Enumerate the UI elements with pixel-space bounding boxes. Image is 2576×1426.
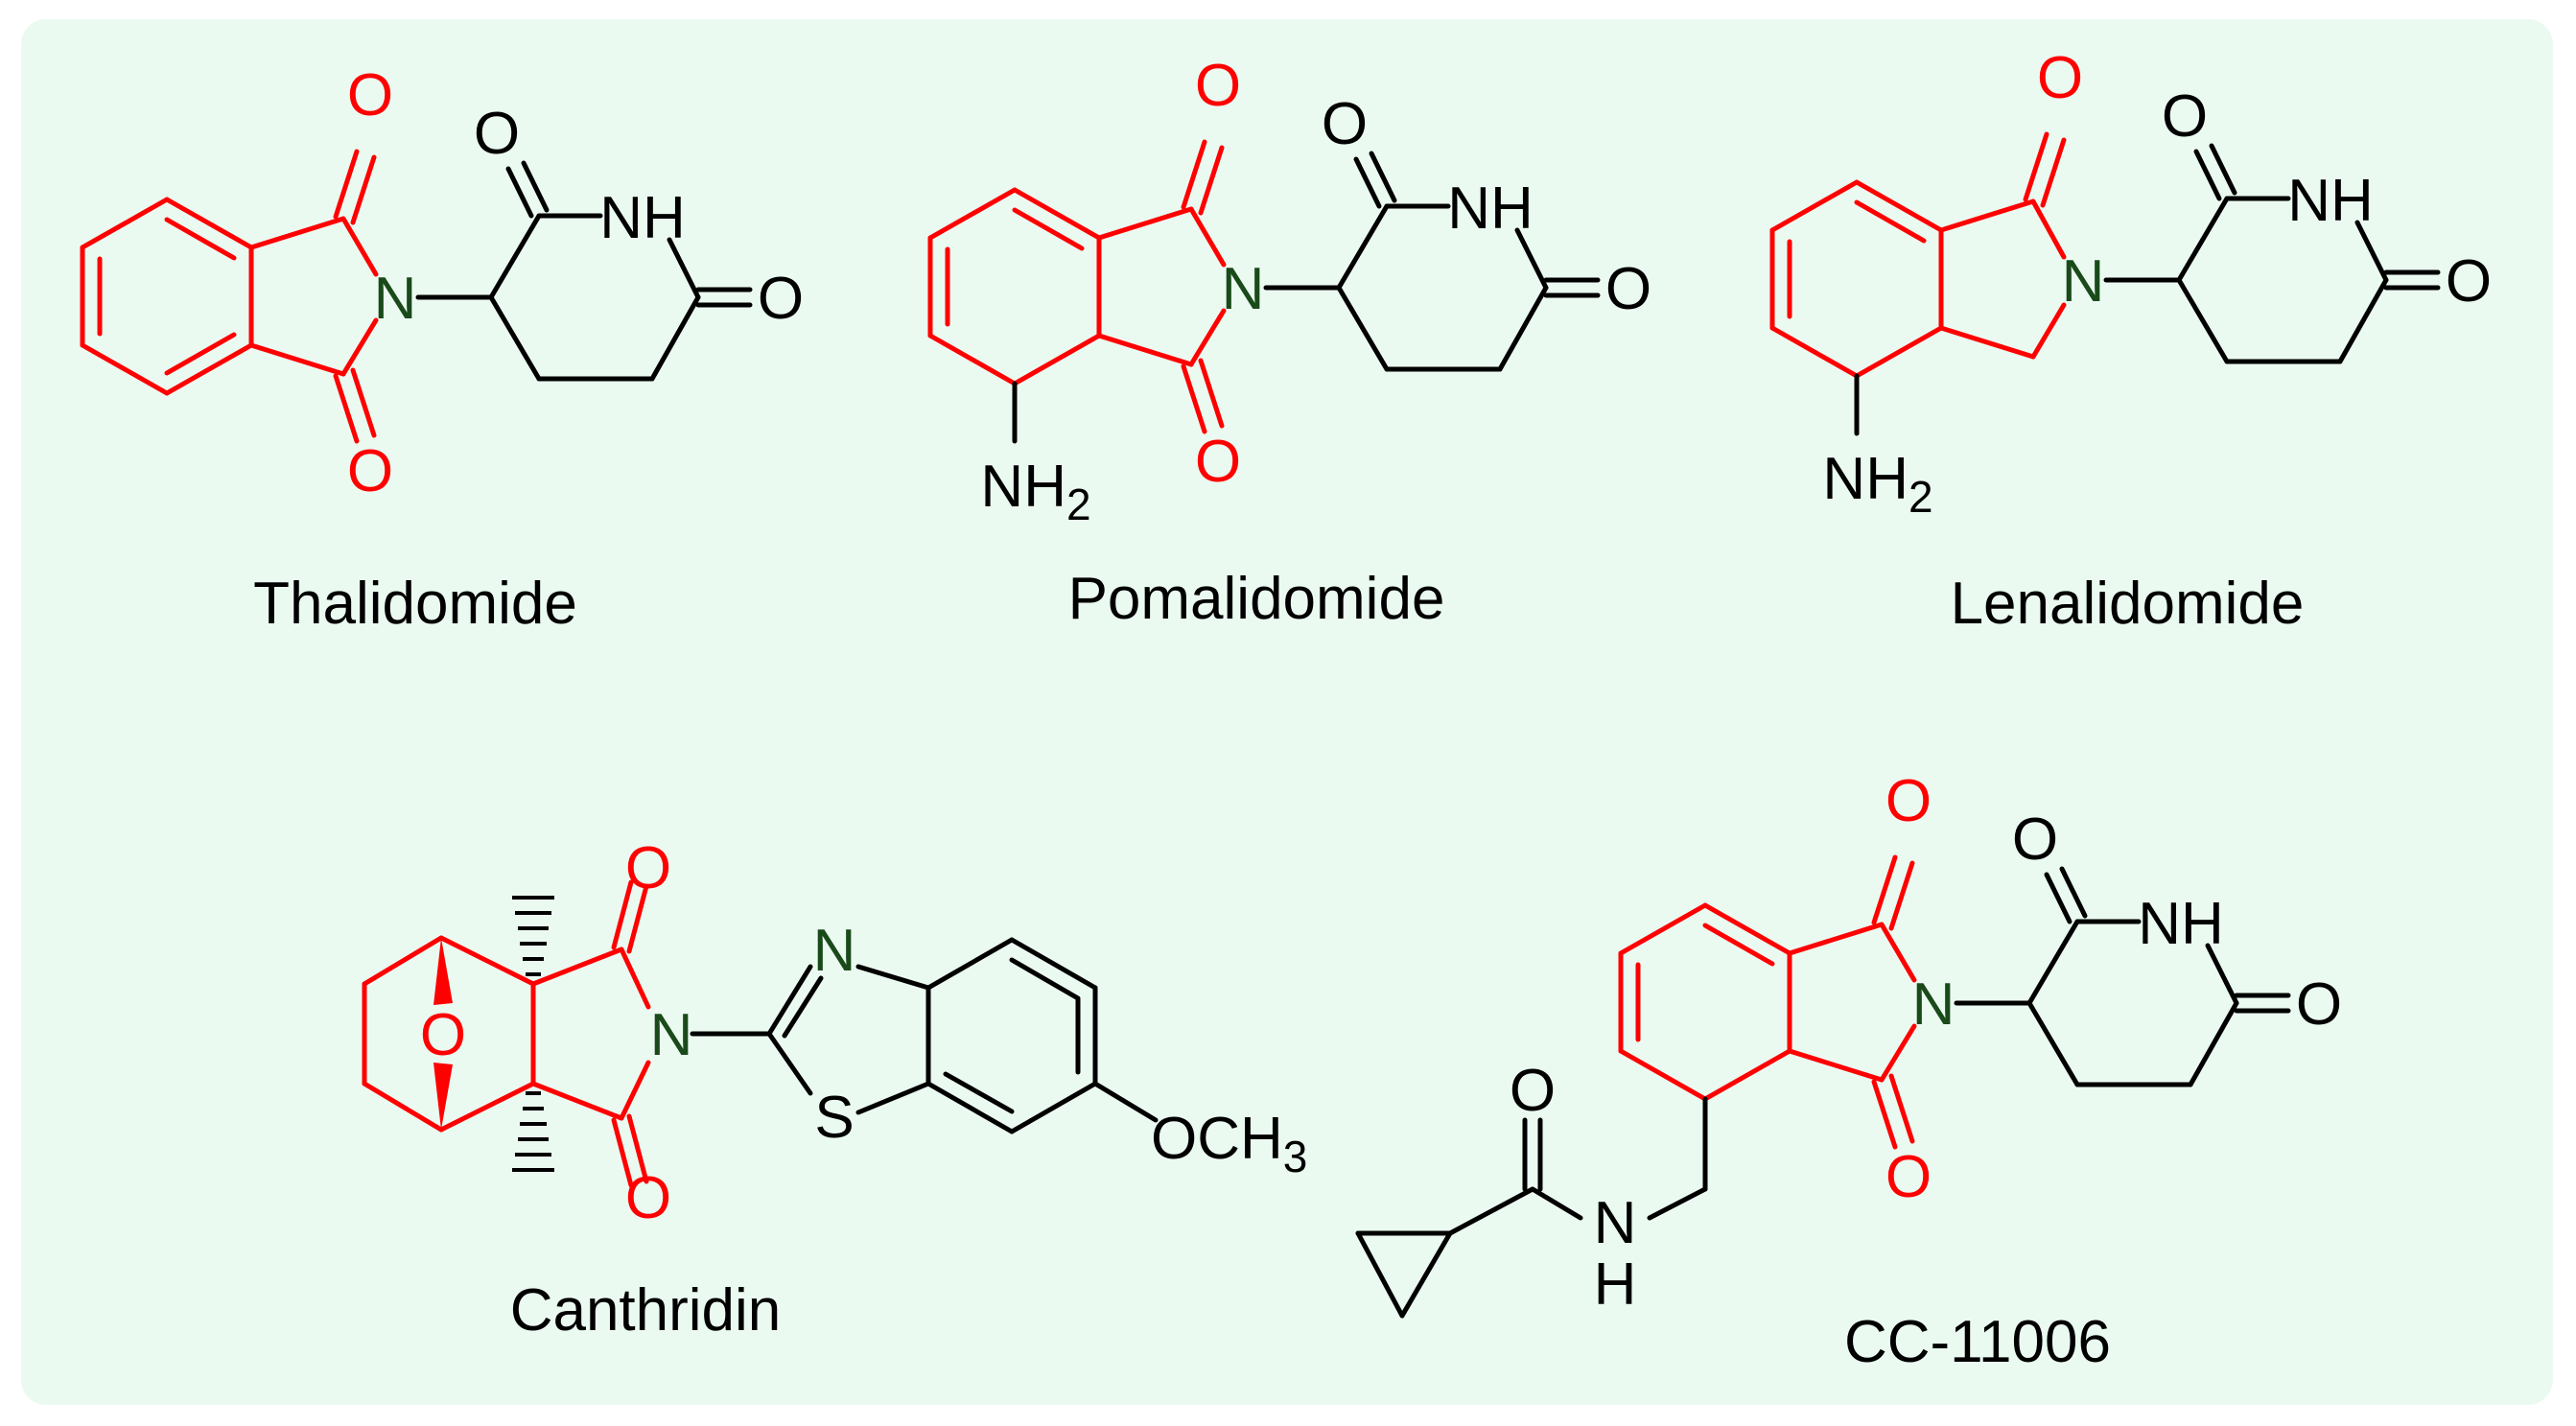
canthridin-name: Canthridin bbox=[510, 1277, 782, 1344]
thalidomide-atom-o: O bbox=[347, 62, 393, 129]
lenalidomide-atom-nh: NH bbox=[2287, 168, 2374, 234]
cc11006-structure: O O N O NH O O N H CC-11006 bbox=[1355, 768, 2342, 1375]
pomalidomide-name: Pomalidomide bbox=[1068, 566, 1445, 632]
cc11006-atom-nh: NH bbox=[2138, 891, 2224, 957]
thalidomide-name: Thalidomide bbox=[253, 571, 577, 637]
amide-atom-n: N bbox=[1594, 1190, 1637, 1256]
pomalidomide-atom-o: O bbox=[1605, 256, 1651, 322]
canthridin-atom-o-bridge: O bbox=[420, 1002, 466, 1068]
cc11006-atom-o: O bbox=[1885, 768, 1932, 834]
cc11006-atom-n: N bbox=[1912, 971, 1955, 1038]
lenalidomide-atom-o: O bbox=[2446, 248, 2492, 315]
canthridin-atom-och3: OCH3 bbox=[1151, 1106, 1307, 1181]
pomalidomide-atom-nh: NH bbox=[1447, 175, 1534, 242]
pomalidomide-atom-nh2: NH2 bbox=[980, 454, 1090, 529]
amide-atom-o: O bbox=[1510, 1058, 1556, 1124]
canthridin-atom-n: N bbox=[650, 1002, 693, 1068]
thiazole-atom-n: N bbox=[813, 918, 856, 984]
cc11006-atom-o: O bbox=[2012, 807, 2058, 873]
lenalidomide-structure: O N O NH O NH2 Lenalidomide bbox=[1769, 45, 2492, 637]
cc11006-name: CC-11006 bbox=[1844, 1309, 2111, 1375]
thalidomide-atom-o: O bbox=[347, 438, 393, 504]
thalidomide-structure: O O N O NH O Thalidomide bbox=[80, 62, 804, 637]
lenalidomide-name: Lenalidomide bbox=[1951, 571, 2305, 637]
cc11006-atom-o: O bbox=[2296, 971, 2342, 1038]
cc11006-atom-o: O bbox=[1885, 1144, 1932, 1210]
lenalidomide-atom-o: O bbox=[2037, 45, 2083, 111]
pomalidomide-structure: O O N O NH O NH2 Pomalidomide bbox=[927, 53, 1651, 632]
diagram-panel bbox=[21, 19, 2553, 1405]
thiazole-atom-s: S bbox=[814, 1085, 854, 1151]
thalidomide-atom-o: O bbox=[758, 266, 804, 332]
pomalidomide-atom-o: O bbox=[1195, 429, 1241, 495]
thalidomide-atom-nh: NH bbox=[599, 185, 686, 251]
lenalidomide-atom-o: O bbox=[2162, 83, 2208, 150]
pomalidomide-atom-n: N bbox=[1222, 256, 1265, 322]
lenalidomide-atom-nh2: NH2 bbox=[1822, 446, 1932, 522]
pomalidomide-atom-o: O bbox=[1322, 91, 1368, 157]
canthridin-structure: O O O N N S OCH3 Canthridin bbox=[362, 835, 1307, 1344]
amide-atom-h: H bbox=[1594, 1251, 1637, 1318]
pomalidomide-atom-o: O bbox=[1195, 53, 1241, 119]
canthridin-atom-o: O bbox=[625, 1165, 671, 1231]
lenalidomide-atom-n: N bbox=[2062, 248, 2105, 315]
canthridin-atom-o: O bbox=[625, 835, 671, 901]
thalidomide-atom-n: N bbox=[374, 266, 417, 332]
thalidomide-atom-o: O bbox=[474, 101, 520, 167]
